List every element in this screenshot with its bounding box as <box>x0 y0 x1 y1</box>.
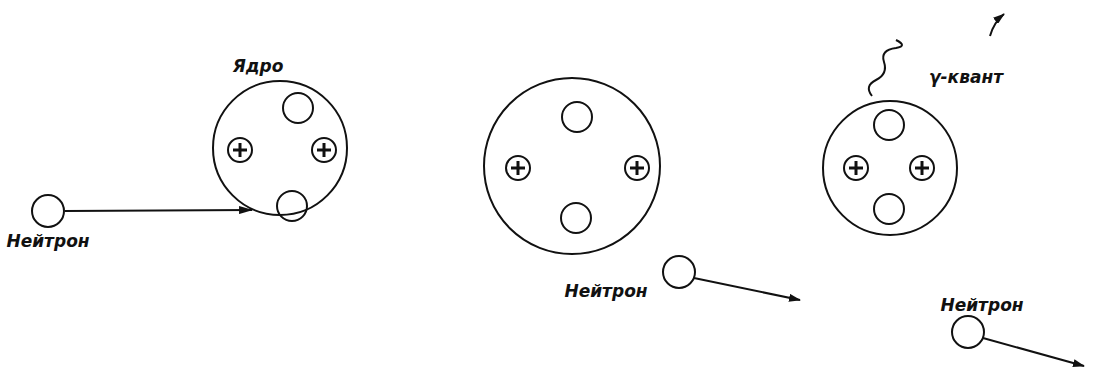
nucleus-circle: Ядро <box>212 80 348 216</box>
node-label: Ядро <box>233 57 284 76</box>
neutron-circle: Нейтрон <box>31 194 65 228</box>
gamma-label: γ-квант <box>929 68 1003 87</box>
neutron-label: Нейтрон <box>564 282 647 301</box>
neutron-arrow <box>65 209 252 212</box>
neutron-label: Нейтрон <box>940 296 1023 315</box>
node-label: Нейтрон <box>6 232 89 251</box>
